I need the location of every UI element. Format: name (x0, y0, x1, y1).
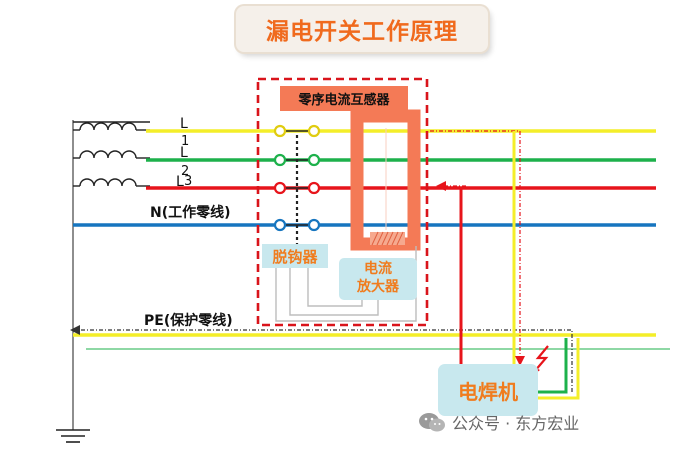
watermark-text: 公众号 · 东方宏业 (452, 414, 580, 433)
arrow-left-l3 (436, 181, 446, 191)
welder-feed-pe (538, 338, 580, 400)
label-L1: L (180, 116, 188, 132)
label-PE: PE(保护零线) (144, 313, 233, 329)
amplifier-label-line1: 电流 (364, 261, 392, 277)
trip-device-label: 脱钩器 (262, 244, 328, 268)
ground-icon (56, 429, 90, 443)
coil-icon (73, 121, 150, 187)
amplifier-box: 电流 放大器 (339, 258, 417, 300)
amplifier-label-line2: 放大器 (357, 279, 399, 295)
label-N: N(工作零线) (150, 205, 231, 221)
label-L3-sub: 3 (184, 174, 193, 189)
leakage-switch-frame (256, 77, 429, 327)
label-L3: L (176, 174, 184, 190)
arrow-down-welder (515, 356, 525, 366)
arrow-left-pe (70, 325, 80, 335)
leakage-path (72, 130, 573, 392)
watermark: 公众号 · 东方宏业 (418, 410, 579, 434)
switch-contacts (273, 124, 321, 244)
spark-icon (533, 345, 549, 373)
welder-box: 电焊机 (438, 364, 538, 416)
page-title: 漏电开关工作原理 (266, 19, 458, 45)
label-L2-sub: 2 (181, 164, 190, 179)
welder-feed-green (538, 338, 568, 394)
label-L2: L (180, 145, 188, 161)
wechat-icon (419, 413, 445, 432)
label-L1-sub: 1 (181, 134, 190, 149)
title-panel: 漏电开关工作原理 (236, 6, 488, 52)
ct-label: 零序电流互感器 (280, 86, 408, 111)
